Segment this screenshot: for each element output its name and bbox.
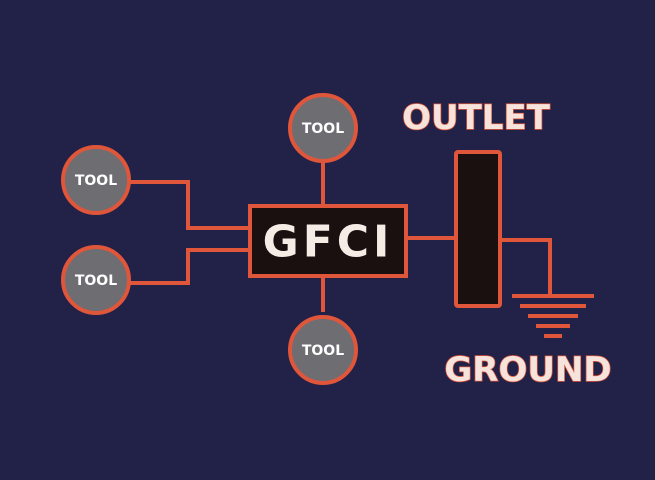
outlet-box: [454, 150, 502, 308]
ground-symbol-icon: [512, 294, 594, 338]
tool-node-bottom: TOOL: [288, 315, 358, 385]
tool-node-top: TOOL: [288, 93, 358, 163]
tool-circle: [61, 145, 131, 215]
wire-tool-left-upper: [130, 180, 250, 230]
tool-label: TOOL: [75, 273, 117, 289]
outlet-label: OUTLET: [402, 98, 551, 138]
tool-node-left-lower: TOOL: [61, 245, 131, 315]
wire-outlet-ground: [500, 238, 552, 294]
tool-node-left-upper: TOOL: [61, 145, 131, 215]
ground-label: GROUND: [444, 350, 611, 390]
gfci-unit: GFCI: [248, 204, 408, 278]
tool-label: TOOL: [302, 121, 344, 137]
tool-label: TOOL: [75, 173, 117, 189]
wire-tool-left-lower: [130, 248, 250, 285]
gfci-box: [248, 204, 408, 278]
tool-circle: [288, 315, 358, 385]
tool-circle: [61, 245, 131, 315]
tool-circle: [288, 93, 358, 163]
tool-label: TOOL: [302, 343, 344, 359]
gfci-label: GFCI: [263, 217, 394, 268]
wires: [130, 160, 552, 312]
outlet: OUTLET: [401, 97, 551, 308]
